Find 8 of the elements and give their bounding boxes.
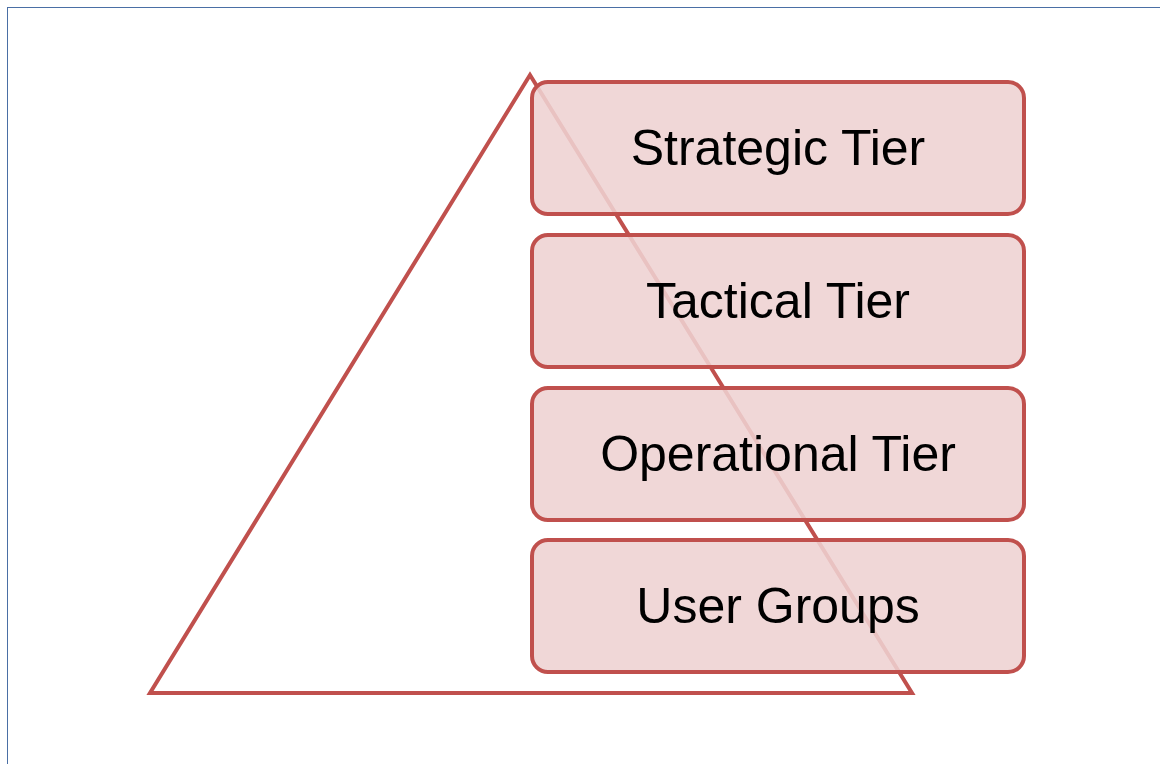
- tier-label: Strategic Tier: [630, 119, 926, 177]
- tier-label: Tactical Tier: [646, 272, 910, 330]
- tier-box: [530, 386, 1026, 522]
- tier-label: Operational Tier: [600, 425, 956, 483]
- tier-box: [530, 538, 1026, 674]
- tier-label: User Groups: [636, 577, 920, 635]
- tier-box: [530, 80, 1026, 216]
- tier-box: [530, 233, 1026, 369]
